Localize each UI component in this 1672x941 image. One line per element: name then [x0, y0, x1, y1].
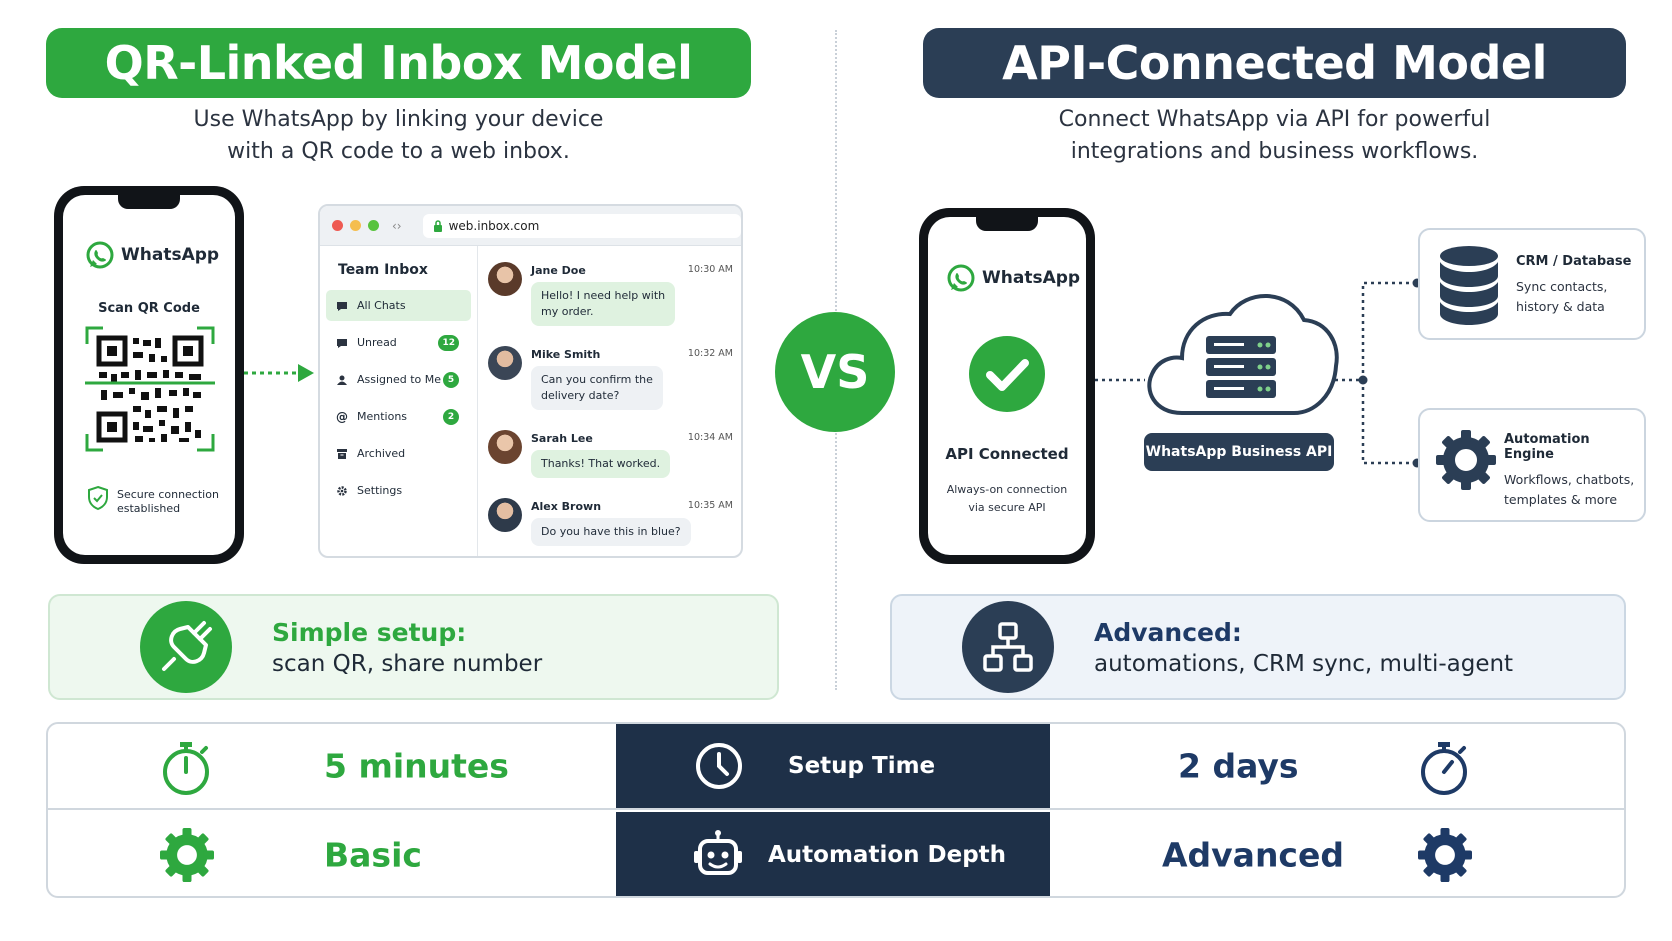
message-bubble: Hello! I need help with my order.	[531, 282, 676, 326]
avatar	[488, 498, 522, 532]
scan-qr-label: Scan QR Code	[98, 301, 200, 316]
automation-text: Automation Engine Workflows, chatbots, t…	[1504, 432, 1635, 507]
assigned-badge: 5	[443, 371, 459, 388]
qr-code-icon	[85, 326, 215, 452]
stopwatch-icon	[1421, 742, 1467, 795]
lock-icon	[433, 219, 442, 232]
api-setup-time: 2 days	[1178, 746, 1299, 786]
vs-badge: VS	[775, 312, 895, 432]
close-dot-icon[interactable]	[332, 220, 343, 231]
whatsapp-brand: WhatsApp	[946, 263, 1080, 293]
comparison-table: 5 minutes Setup Time 2 days	[46, 722, 1626, 898]
qr-setup-time: 5 minutes	[324, 746, 509, 786]
maximize-dot-icon[interactable]	[368, 220, 379, 231]
stopwatch-icon	[163, 742, 209, 795]
qr-phone: WhatsApp Scan QR Code	[54, 186, 244, 564]
gear-icon	[1436, 430, 1496, 490]
mentions-badge: 2	[443, 408, 459, 425]
sidebar-item-mentions[interactable]: @ Mentions 2	[326, 401, 471, 432]
api-automation-depth: Advanced	[1162, 835, 1344, 875]
hierarchy-icon	[962, 601, 1054, 693]
sidebar-item-archived[interactable]: Archived	[326, 438, 471, 469]
api-model-subtitle: Connect WhatsApp via API for powerful in…	[1058, 107, 1491, 164]
avatar	[488, 430, 522, 464]
qr-automation-depth: Basic	[324, 835, 422, 875]
gear-icon	[1418, 828, 1472, 882]
cloud-server-icon	[1147, 294, 1339, 415]
message-bubble: Thanks! That worked.	[531, 450, 671, 478]
table-row-automation-depth: Basic Automation Depth Advanced	[48, 812, 1624, 896]
gear-icon	[160, 828, 214, 882]
qr-model-subtitle: Use WhatsApp by linking your device with…	[193, 107, 604, 164]
chat-item-sarah[interactable]: Sarah Lee 10:34 AM Thanks! That worked.	[488, 430, 733, 486]
metric-setup-time: Setup Time	[616, 724, 1050, 808]
whatsapp-icon	[86, 241, 114, 269]
plug-icon	[140, 601, 232, 693]
simple-setup-text: Simple setup: scan QR, share number	[272, 617, 543, 677]
sidebar-item-assigned[interactable]: Assigned to Me 5	[326, 364, 471, 395]
chat-item-alex[interactable]: Alex Brown 10:35 AM Do you have this in …	[488, 498, 733, 554]
robot-icon	[694, 830, 742, 875]
minimize-dot-icon[interactable]	[350, 220, 361, 231]
whatsapp-brand: WhatsApp	[85, 240, 219, 270]
at-sign-icon: @	[336, 409, 348, 424]
secure-connection-text: Secure connection established	[117, 488, 219, 515]
api-connected-label: API Connected	[945, 445, 1069, 463]
advanced-card: Advanced: automations, CRM sync, multi-a…	[890, 594, 1626, 700]
api-phone: WhatsApp API Connected Always-on connect…	[919, 208, 1095, 564]
advanced-text: Advanced: automations, CRM sync, multi-a…	[1094, 617, 1514, 677]
chat-bubble-icon	[337, 338, 347, 348]
link-arrow-icon	[244, 364, 314, 382]
web-inbox-browser: ‹› web.inbox.com Team Inbox All Chats Un…	[318, 204, 743, 558]
message-bubble: Can you confirm the delivery date?	[531, 366, 663, 410]
whatsapp-icon	[947, 264, 975, 292]
database-icon	[1440, 246, 1498, 325]
avatar	[488, 262, 522, 296]
simple-setup-card: Simple setup: scan QR, share number	[48, 594, 779, 700]
message-bubble: Do you have this in blue?	[531, 518, 691, 546]
sidebar-item-all-chats[interactable]: All Chats	[326, 290, 471, 321]
qr-model-banner: QR-Linked Inbox Model	[46, 28, 751, 98]
url-bar[interactable]: web.inbox.com	[422, 213, 741, 238]
chat-bubble-icon	[337, 301, 347, 311]
api-model-title: API-Connected Model	[1002, 36, 1547, 90]
sidebar-item-settings[interactable]: Settings	[326, 475, 471, 506]
api-connection-desc: Always-on connection via secure API	[946, 483, 1068, 514]
automation-engine-box: Automation Engine Workflows, chatbots, t…	[1418, 408, 1646, 522]
avatar	[488, 346, 522, 380]
whatsapp-business-api-label: WhatsApp Business API	[1144, 433, 1334, 471]
crm-database-box: CRM / Database Sync contacts, history & …	[1418, 228, 1646, 340]
shield-check-icon	[88, 485, 108, 511]
qr-model-title: QR-Linked Inbox Model	[104, 36, 693, 90]
archive-icon	[337, 448, 347, 459]
api-model-banner: API-Connected Model	[923, 28, 1626, 98]
unread-badge: 12	[438, 334, 459, 351]
crm-text: CRM / Database Sync contacts, history & …	[1516, 254, 1632, 314]
metric-automation-depth: Automation Depth	[616, 812, 1050, 896]
user-icon	[337, 375, 347, 385]
nav-arrows-icon[interactable]: ‹›	[392, 218, 402, 233]
inbox-sidebar: Team Inbox All Chats Unread 12 Assigned …	[320, 246, 478, 556]
sidebar-item-unread[interactable]: Unread 12	[326, 327, 471, 358]
check-circle-icon	[969, 336, 1045, 412]
chat-item-mike[interactable]: Mike Smith 10:32 AM Can you confirm the …	[488, 346, 733, 416]
clock-icon	[696, 743, 742, 789]
chat-item-jane[interactable]: Jane Doe 10:30 AM Hello! I need help wit…	[488, 262, 733, 332]
gear-icon	[337, 485, 347, 496]
inbox-title: Team Inbox	[338, 262, 428, 278]
table-row-setup-time: 5 minutes Setup Time 2 days	[48, 724, 1624, 810]
